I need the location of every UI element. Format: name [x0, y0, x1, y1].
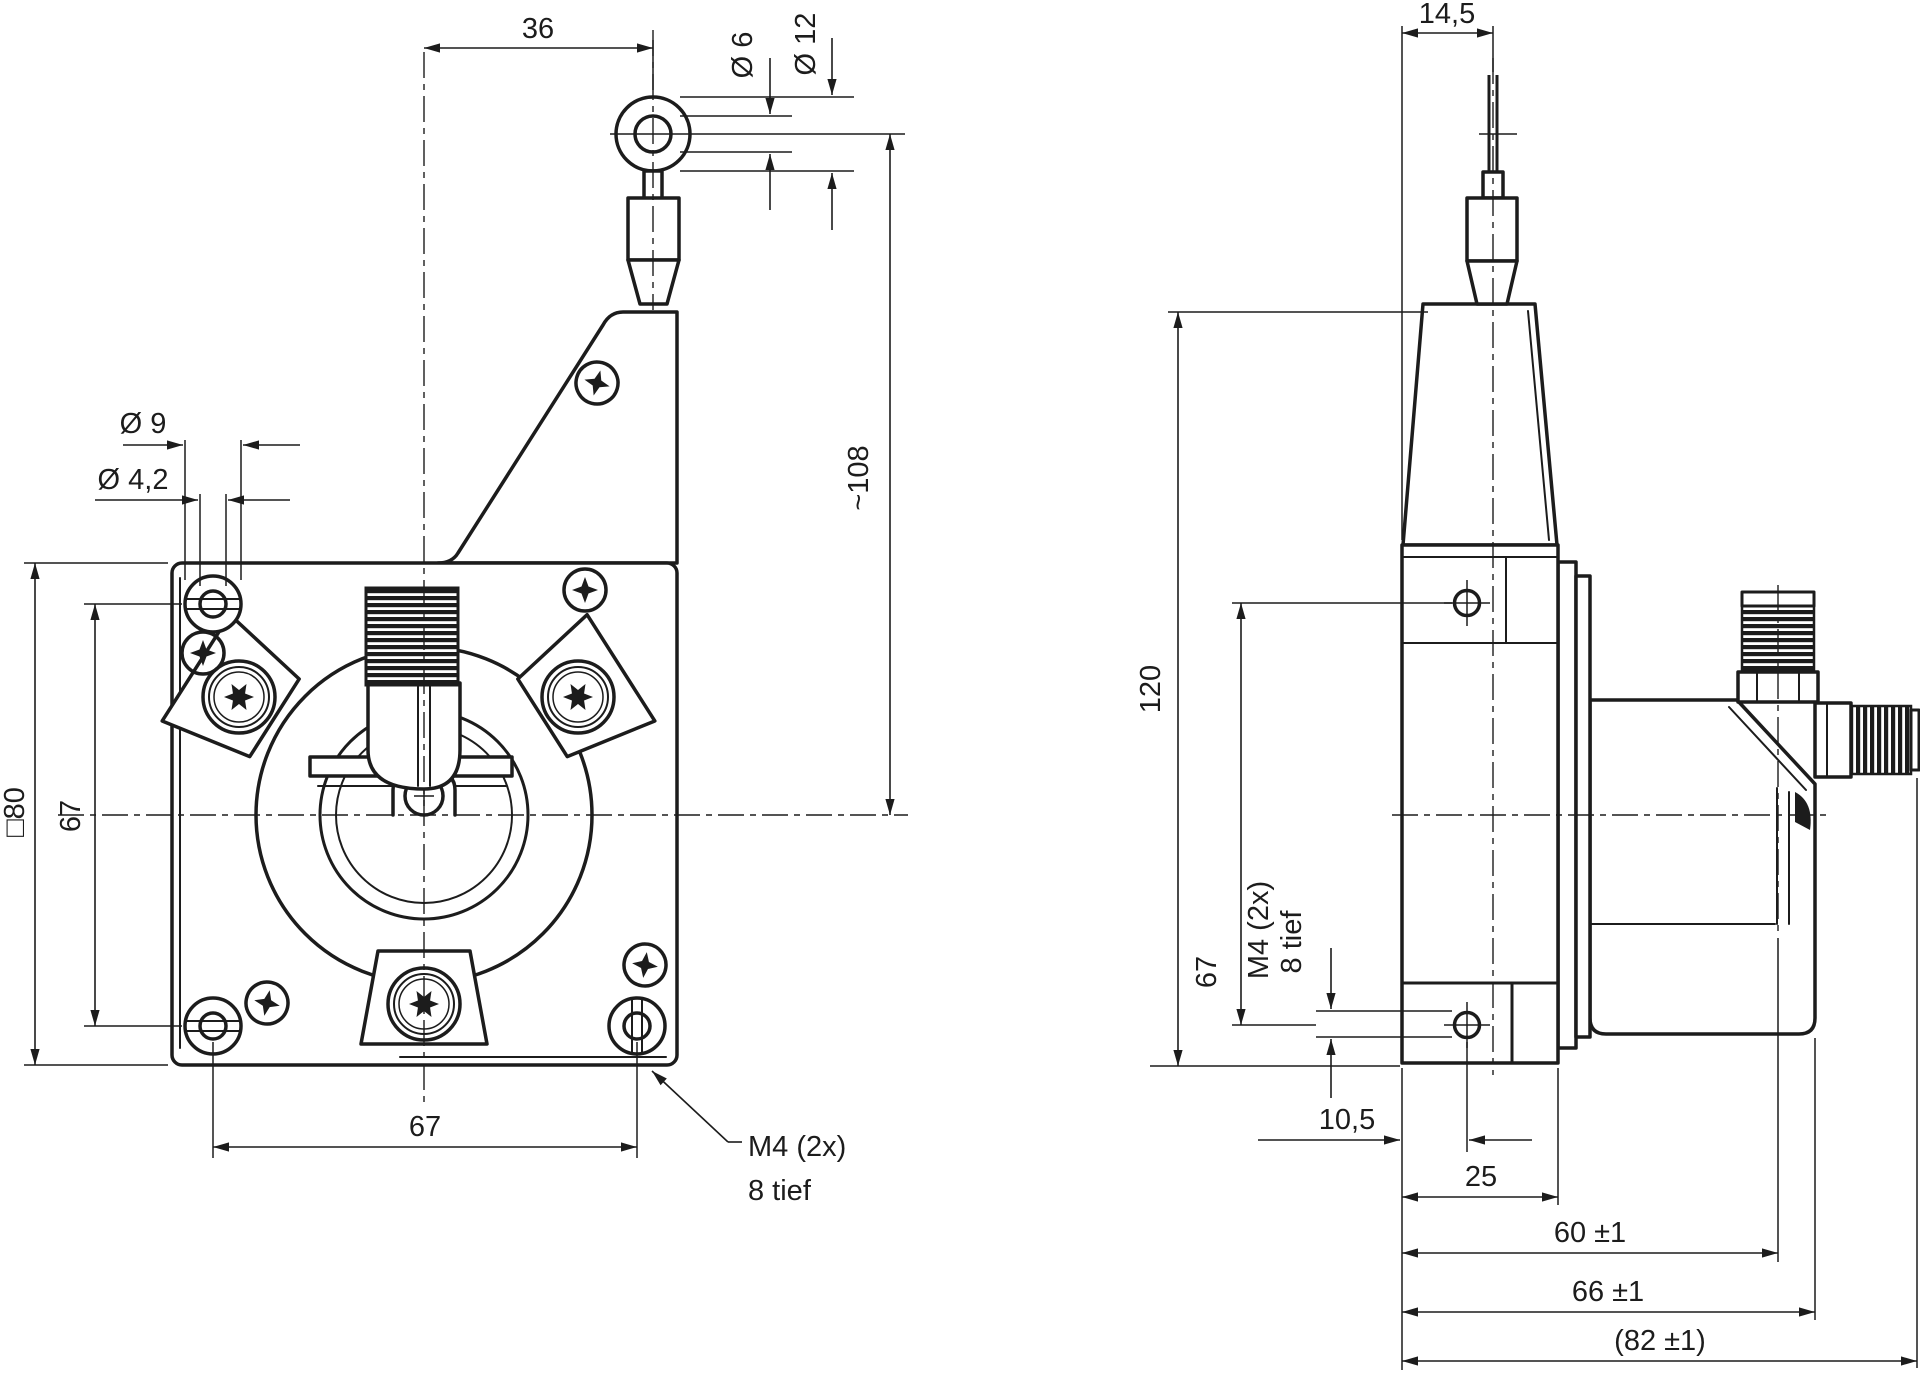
side-view: [1392, 58, 1920, 1075]
connector-right-thread: [1849, 704, 1913, 776]
dim-wire-height: ~108: [843, 445, 875, 510]
front-view: [58, 30, 908, 1102]
torx-screw-upper-left: [201, 659, 277, 735]
bracket-edge-outer: [1556, 560, 1578, 1050]
dim-hole-spacing-v: 67: [55, 800, 87, 832]
wire-bracket: [436, 310, 679, 565]
connector-right-collar: [1813, 701, 1853, 779]
phillips-screw-bracket: [574, 360, 620, 406]
side-hole-upper: [1444, 580, 1490, 626]
bracket-edge-inner: [1574, 574, 1592, 1039]
dim-hole-axis-offset: 10,5: [1319, 1104, 1375, 1136]
phillips-screw-bottom-left: [244, 980, 290, 1026]
drum-housing: [1588, 698, 1817, 1036]
outlet-tower: [1401, 302, 1559, 547]
dim-side-hole-spacing: 67: [1191, 956, 1223, 988]
dim-wire-offset: 14,5: [1419, 0, 1475, 30]
front-view-dimensions: 36 Ø 6 Ø 12 ~108 Ø 9 Ø 4,2 □80 67: [0, 13, 895, 1207]
connector-up-thread: [1740, 604, 1816, 672]
dim-total-height: 120: [1135, 665, 1167, 713]
dim-eyelet-bore: Ø 6: [727, 32, 759, 79]
side-thread-note-line2: 8 tief: [1276, 910, 1308, 974]
phillips-screw-top-left: [180, 630, 226, 676]
dim-flange-depth: 25: [1465, 1161, 1497, 1193]
side-hole-lower: [1444, 1002, 1490, 1048]
connector-right-tip: [1909, 708, 1920, 772]
torx-screw-upper-right: [540, 659, 616, 735]
dim-body-square: □80: [0, 787, 31, 837]
phillips-screw-top-right: [562, 567, 608, 613]
side-eyelet-sleeve: [1465, 196, 1519, 263]
dim-total-depth: (82 ±1): [1614, 1325, 1706, 1357]
dim-hole-spacing-h: 67: [409, 1111, 441, 1143]
dim-housing-depth: 66 ±1: [1572, 1276, 1644, 1308]
flange-plate: [1400, 543, 1560, 1065]
tower-inner-edge: [1527, 310, 1550, 541]
phillips-screw-bottom-right: [622, 942, 668, 988]
threaded-stud: [364, 586, 460, 687]
dim-counterbore: Ø 9: [120, 408, 167, 440]
counterbore-hole-top-left: [183, 574, 243, 634]
connector-seal: [1795, 792, 1811, 830]
side-eyelet-taper: [1465, 259, 1519, 306]
side-thread-note-line1: M4 (2x): [1243, 881, 1275, 979]
side-view-dimensions: 14,5 120 67 M4 (2x) 8 tief 10,5 25 60 ±1: [1135, 0, 1918, 1370]
dim-connector-axis-depth: 60 ±1: [1554, 1217, 1626, 1249]
dim-36: 36: [522, 13, 554, 45]
wire-outlet-block: [366, 681, 462, 791]
dim-eyelet-outer: Ø 12: [790, 13, 822, 76]
housing-chamfer-inner: [1728, 706, 1807, 791]
thread-note-line1: M4 (2x): [748, 1131, 846, 1163]
dim-through-hole: Ø 4,2: [98, 464, 169, 496]
thread-note-line2: 8 tief: [748, 1175, 812, 1207]
